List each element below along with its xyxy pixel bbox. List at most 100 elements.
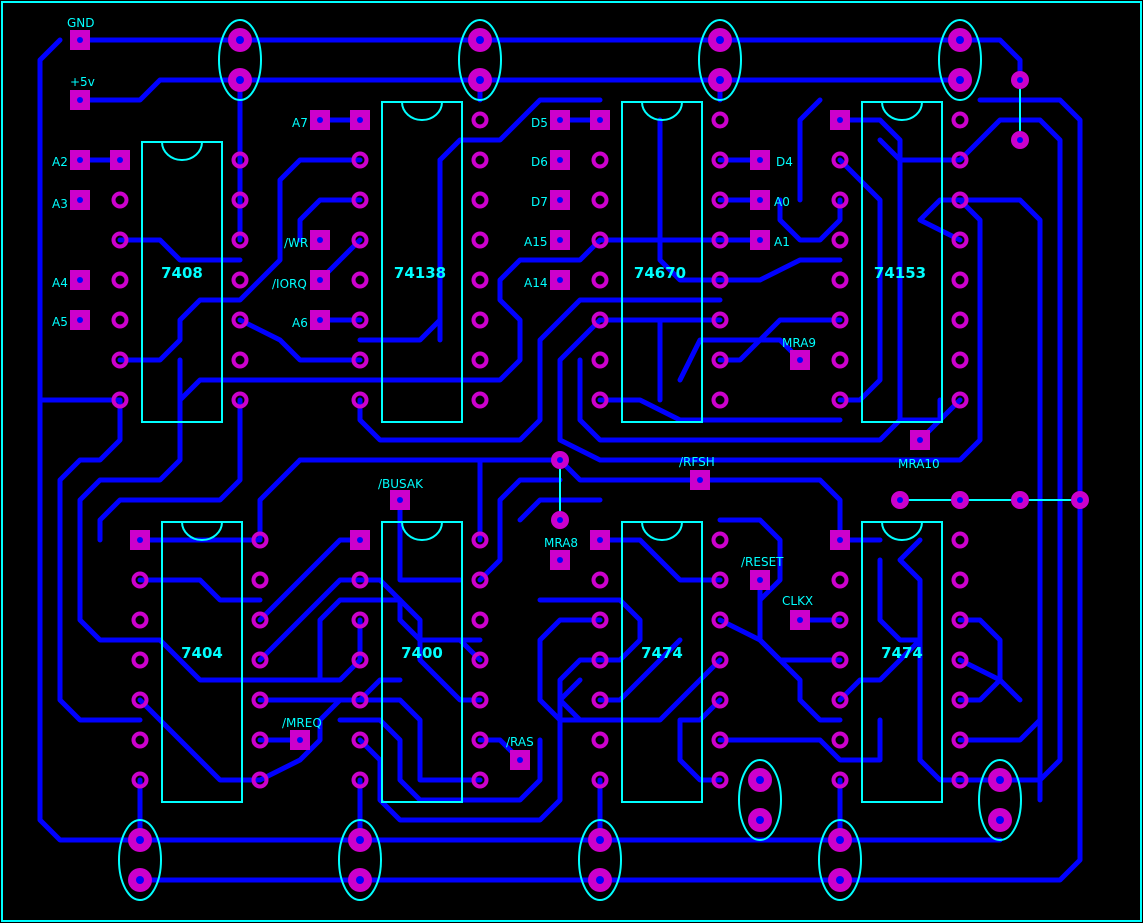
chip-7474a-notch xyxy=(641,521,683,541)
chip-74138-pin-2 xyxy=(351,151,369,169)
capacitor-9-outline xyxy=(738,759,782,841)
trace-74153-a xyxy=(837,117,1063,503)
chip-7400-label: 7400 xyxy=(401,644,443,662)
label-rfsh: /RFSH xyxy=(679,455,715,469)
chip-7404-notch xyxy=(181,521,223,541)
chip-7404-pin-2 xyxy=(131,571,149,589)
pad-mreq-hole xyxy=(297,737,303,743)
label-ras: /RAS xyxy=(506,735,534,749)
label-a4: A4 xyxy=(52,276,68,290)
capacitor-1-outline xyxy=(218,19,262,101)
via-row-4-hole xyxy=(1077,497,1083,503)
trace-7474b-h xyxy=(957,657,1023,703)
pad-a15-hole xyxy=(557,237,563,243)
trace-7404-upper xyxy=(97,397,243,543)
chip-7474b-notch xyxy=(881,521,923,541)
trace-74670-d xyxy=(597,397,843,423)
trace-7404-f xyxy=(137,697,263,783)
trace-7400-h xyxy=(337,717,543,803)
trace-reset xyxy=(717,517,783,603)
chip-74670-pin-16 xyxy=(711,111,729,129)
chip-74670-pin-6 xyxy=(591,311,609,329)
capacitor-outlines xyxy=(118,19,1022,901)
trace-74153-f xyxy=(897,397,963,423)
trace-7404-e xyxy=(257,677,403,703)
chip-74138-pin-12 xyxy=(471,271,489,289)
capacitor-2-pad-a-hole xyxy=(476,36,484,44)
capacitor-10-outline xyxy=(978,759,1022,841)
chip-74153-pin-16 xyxy=(951,111,969,129)
trace-7474b-g xyxy=(897,537,963,783)
chip-74138-pin-14 xyxy=(471,191,489,209)
trace-7400-a xyxy=(317,597,483,703)
chip-74153-pin-4 xyxy=(831,231,849,249)
chip-7408-label: 7408 xyxy=(161,264,203,282)
chip-7474b-label: 7474 xyxy=(881,644,923,662)
trace-74138-14 xyxy=(437,97,603,163)
chip-74670-pin-5 xyxy=(591,271,609,289)
chip-7404-label: 7404 xyxy=(181,644,223,662)
chip-7408-pin-12 xyxy=(231,231,249,249)
chip-7408-pin-7 xyxy=(111,391,129,409)
chip-74138-label: 74138 xyxy=(394,264,446,282)
chip-7474b-outline xyxy=(861,521,943,803)
signal-labels: GND +5v A2 A3 A4 A5 A7 /WR /IORQ A6 D5 D… xyxy=(52,16,940,749)
gnd-rail xyxy=(77,37,1023,83)
chip-7408-pin-4 xyxy=(111,271,129,289)
label-d5: D5 xyxy=(531,116,548,130)
chip-7400-pin-14 xyxy=(471,531,489,549)
trace-7474b-c xyxy=(957,617,1003,703)
chip-74138-pin-4 xyxy=(351,231,369,249)
label-a1: A1 xyxy=(774,235,790,249)
pad-a2-hole xyxy=(77,157,83,163)
chip-7408-pin-14 xyxy=(231,151,249,169)
label-wr: /WR xyxy=(284,236,308,250)
capacitor-5-outline xyxy=(118,819,162,901)
label-d7: D7 xyxy=(531,195,548,209)
pad-rfsh-hole xyxy=(697,477,703,483)
capacitor-9-pad-b-hole xyxy=(756,816,764,824)
chip-74153-pin-13 xyxy=(951,231,969,249)
chip-74138-pin-8 xyxy=(351,391,369,409)
chip-7400-pin-7 xyxy=(351,771,369,789)
chip-74153-pin-3 xyxy=(831,191,849,209)
chip-7404-pin-1-hole xyxy=(137,537,143,543)
chip-7474a-pin-3 xyxy=(591,611,609,629)
pad-d6-hole xyxy=(557,157,563,163)
chip-7408-pin-3 xyxy=(111,231,129,249)
chip-74153-pin-15 xyxy=(951,151,969,169)
trace-7474a-g xyxy=(677,697,723,783)
trace-7408-6 xyxy=(117,157,363,363)
label-mra10: MRA10 xyxy=(898,457,940,471)
pad-mra8-hole xyxy=(557,557,563,563)
capacitor-7-outline xyxy=(578,819,622,901)
pad-mra9-hole xyxy=(797,357,803,363)
chip-7400-pin-8 xyxy=(471,771,489,789)
label-mra8: MRA8 xyxy=(544,536,578,550)
trace-wr xyxy=(297,197,363,243)
trace-7474a-h xyxy=(717,717,883,763)
chip-7474a-pin-10 xyxy=(711,691,729,709)
chip-7474a-pin-1-hole xyxy=(597,537,603,543)
chip-7474a-pin-6 xyxy=(591,731,609,749)
trace-7474a-c xyxy=(537,597,643,663)
chip-7408-notch xyxy=(161,141,203,161)
via-mra8-bottom-hole xyxy=(557,517,563,523)
pad-a5-hole xyxy=(77,317,83,323)
chip-74138-pin-3 xyxy=(351,191,369,209)
chip-7400-pin-6 xyxy=(351,731,369,749)
capacitor-3-pad-a-hole xyxy=(716,36,724,44)
via-row-2-hole xyxy=(957,497,963,503)
chip-7404-pin-8 xyxy=(251,771,269,789)
chip-7474a-pin-14 xyxy=(711,531,729,549)
trace-7408-10 xyxy=(237,317,363,363)
chip-74138-pin-10 xyxy=(471,351,489,369)
label-a2: A2 xyxy=(52,155,68,169)
trace-74153-d xyxy=(797,97,823,203)
chip-7404-pin-4 xyxy=(131,651,149,669)
trace-7400-d xyxy=(477,477,563,583)
chip-7400-pin-4 xyxy=(351,651,369,669)
pad-7474b-extra-hole xyxy=(837,537,843,543)
chip-7408-pin-10 xyxy=(231,311,249,329)
